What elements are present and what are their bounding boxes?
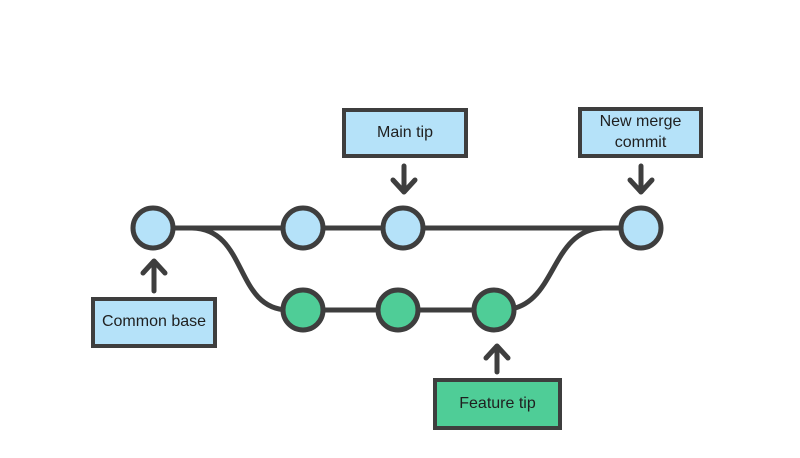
commit-main-1 bbox=[280, 205, 326, 251]
branch-out-curve bbox=[191, 225, 289, 313]
feature-tip-label-text: Feature tip bbox=[459, 394, 536, 412]
main-tip-label-text: Main tip bbox=[376, 123, 434, 141]
common-base-arrow-up-icon bbox=[140, 258, 168, 294]
commit-feature-2 bbox=[375, 287, 421, 333]
commit-main-tip bbox=[380, 205, 426, 251]
commit-feature-1 bbox=[280, 287, 326, 333]
arrow-head bbox=[140, 258, 168, 276]
arrow-head bbox=[627, 177, 655, 195]
common-base-label-text: Common base bbox=[101, 313, 207, 331]
branch-graph-strokes bbox=[130, 163, 664, 375]
main-branch-commits bbox=[130, 205, 664, 251]
arrow-head bbox=[390, 177, 418, 195]
new-merge-commit-label: New merge commit bbox=[578, 107, 703, 158]
feature-tip-arrow-up-icon bbox=[483, 343, 511, 375]
new-merge-commit-label-text: New merge commit bbox=[599, 113, 682, 151]
feature-tip-label: Feature tip bbox=[433, 378, 562, 430]
new-merge-commit-arrow-down-icon bbox=[627, 163, 655, 195]
commit-feature-tip bbox=[471, 287, 517, 333]
commit-common-base bbox=[130, 205, 176, 251]
commit-new-merge bbox=[618, 205, 664, 251]
feature-branch-commits bbox=[280, 287, 517, 333]
arrow-head bbox=[483, 343, 511, 361]
common-base-label: Common base bbox=[91, 297, 217, 348]
merge-in-curve bbox=[502, 225, 604, 313]
main-tip-label: Main tip bbox=[342, 108, 468, 158]
main-tip-arrow-down-icon bbox=[390, 163, 418, 195]
